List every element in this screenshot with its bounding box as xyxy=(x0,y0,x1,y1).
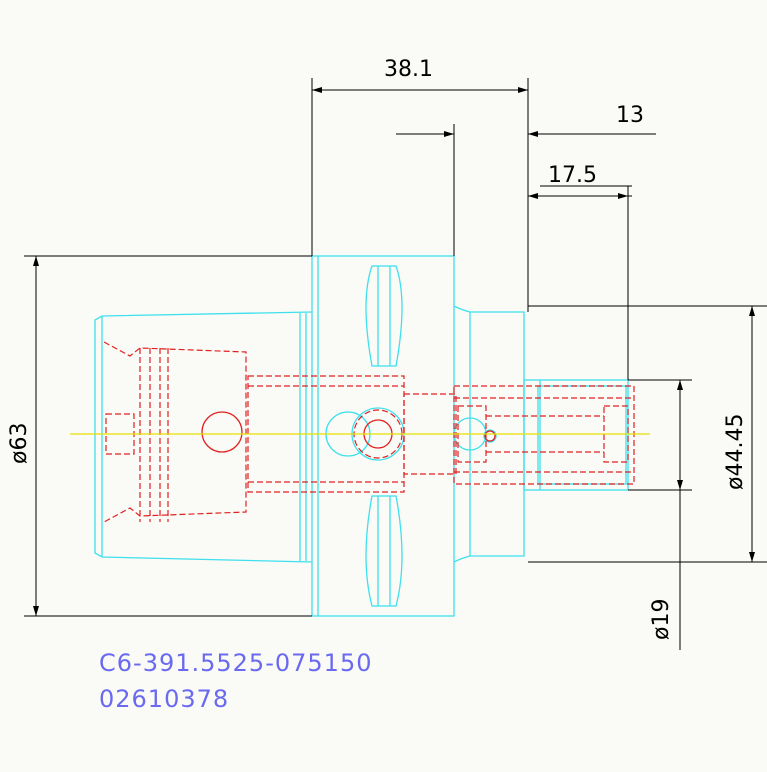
dim-diameter-44-45: ø44.45 xyxy=(723,414,748,490)
dimension-arrows xyxy=(33,87,755,650)
hidden-lines xyxy=(103,341,635,523)
part-code: C6-391.5525-075150 xyxy=(99,649,373,677)
dim-38-1: 38.1 xyxy=(384,57,433,82)
dim-diameter-63: ø63 xyxy=(7,423,32,464)
dim-17-5: 17.5 xyxy=(548,163,597,188)
dim-13: 13 xyxy=(616,103,644,128)
dim-diameter-19: ø19 xyxy=(649,599,674,640)
extension-lines xyxy=(24,78,767,617)
part-number: 02610378 xyxy=(99,685,230,713)
dimension-labels: 38.1 13 17.5 ø63 ø44.45 ø19 xyxy=(7,57,748,640)
